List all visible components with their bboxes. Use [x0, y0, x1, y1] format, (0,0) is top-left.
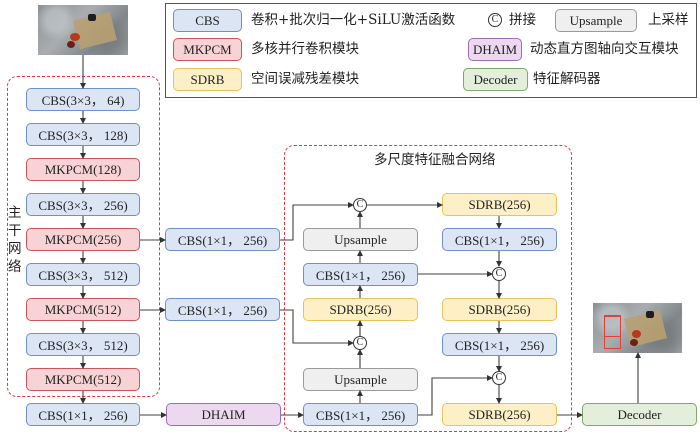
legend-sdrb-swatch: SDRB: [173, 68, 242, 91]
legend-cbs-desc: 卷积+批次归一化+SiLU激活函数: [251, 12, 456, 28]
legend-decoder-swatch: Decoder: [463, 68, 528, 91]
fire-region: [630, 339, 639, 346]
fusion-sdrb-block-left: SDRB(256): [303, 298, 418, 321]
fusion-upsample-block-1: Upsample: [303, 228, 418, 251]
dark-object: [88, 14, 96, 21]
fusion-cbs-block-left-2: CBS(1×1， 256): [303, 403, 418, 426]
legend-dhaim-desc: 动态直方图轴向交互模块: [530, 41, 679, 57]
backbone-block-cbs-64: CBS(3×3， 64): [26, 88, 140, 111]
legend-mkpcm-desc: 多核并行卷积模块: [251, 41, 359, 57]
concat-node-2: C: [353, 336, 367, 350]
legend-decoder-desc: 特征解码器: [533, 71, 601, 87]
backbone-title: 主干网络: [8, 205, 22, 275]
decoder-block: Decoder: [582, 403, 697, 426]
legend-upsample-swatch: Upsample: [555, 9, 637, 32]
fusion-sdrb-block-right-1: SDRB(256): [442, 193, 557, 216]
backbone-block-cbs-256: CBS(3×3， 256): [26, 193, 140, 216]
legend-concat-icon: C: [488, 13, 502, 27]
output-detection-image: [593, 303, 682, 353]
detection-box: [604, 315, 621, 337]
concat-node-3: C: [492, 267, 506, 281]
legend-dhaim-swatch: DHAIM: [468, 38, 522, 61]
fusion-cbs-block-left-1: CBS(1×1， 256): [303, 263, 418, 286]
neck-cbs-block: CBS(1×1， 256): [26, 403, 140, 426]
backbone-block-mkpcm-512: MKPCM(512): [26, 298, 140, 321]
backbone-block-mkpcm-256: MKPCM(256): [26, 228, 140, 251]
fusion-sdrb-block-right-2: SDRB(256): [442, 298, 557, 321]
backbone-block-cbs-128: CBS(3×3， 128): [26, 123, 140, 146]
fusion-cbs-block-right-2: CBS(1×1， 256): [442, 333, 557, 356]
dark-object: [646, 311, 654, 318]
legend-mkpcm-swatch: MKPCM: [173, 38, 242, 61]
concat-node-1: C: [353, 198, 367, 212]
backbone-block-mkpcm-128: MKPCM(128): [26, 158, 140, 181]
fusion-group: [284, 145, 572, 432]
dhaim-block: DHAIM: [166, 403, 281, 426]
concat-node-4: C: [492, 371, 506, 385]
fusion-sdrb-block-right-3: SDRB(256): [442, 403, 557, 426]
backbone-block-mkpcm-512b: MKPCM(512): [26, 368, 140, 391]
fusion-title: 多尺度特征融合网络: [374, 152, 496, 168]
fusion-cbs-block-right-1: CBS(1×1， 256): [442, 228, 557, 251]
legend-concat-desc: 拼接: [509, 12, 536, 28]
input-image: [38, 5, 128, 55]
lateral-cbs-block-1: CBS(1×1， 256): [165, 228, 280, 251]
fire-region: [66, 41, 75, 48]
detection-box: [604, 336, 621, 349]
fusion-upsample-block-2: Upsample: [303, 368, 418, 391]
legend-sdrb-desc: 空间误减残差模块: [251, 71, 359, 87]
backbone-block-cbs-512: CBS(3×3， 512): [26, 263, 140, 286]
legend-cbs-swatch: CBS: [173, 9, 242, 32]
legend-upsample-desc: 上采样: [648, 12, 689, 28]
lateral-cbs-block-2: CBS(1×1， 256): [165, 298, 280, 321]
fire-region: [632, 330, 642, 338]
fire-region: [70, 33, 81, 41]
backbone-block-cbs-512b: CBS(3×3， 512): [26, 333, 140, 356]
